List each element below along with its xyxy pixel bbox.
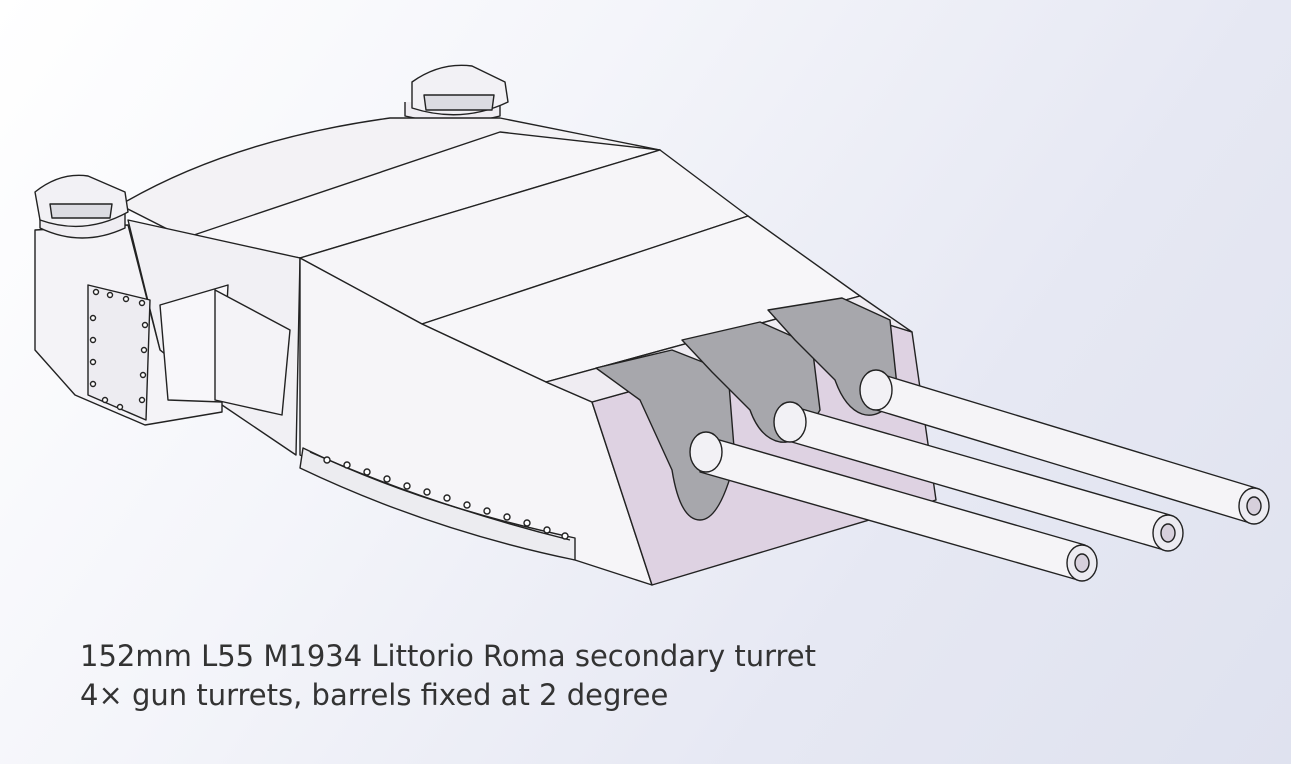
gun-barrel-left: [689, 431, 1098, 582]
side-door: [214, 289, 291, 416]
apron-seam: [309, 451, 571, 541]
apron-rivets: [323, 456, 569, 540]
caption-line-2: 4× gun turrets, barrels fixed at 2 degre…: [80, 678, 669, 712]
gun-barrel-right: [859, 369, 1270, 525]
gun-barrel-center: [773, 401, 1184, 552]
rangefinder-hatch: [87, 284, 151, 421]
periscope-hood-left: [34, 174, 129, 239]
caption-line-1: 152mm L55 M1934 Littorio Roma secondary …: [80, 639, 817, 673]
periscope-hood-right: [411, 64, 509, 116]
hatch-rivets: [89, 288, 149, 411]
